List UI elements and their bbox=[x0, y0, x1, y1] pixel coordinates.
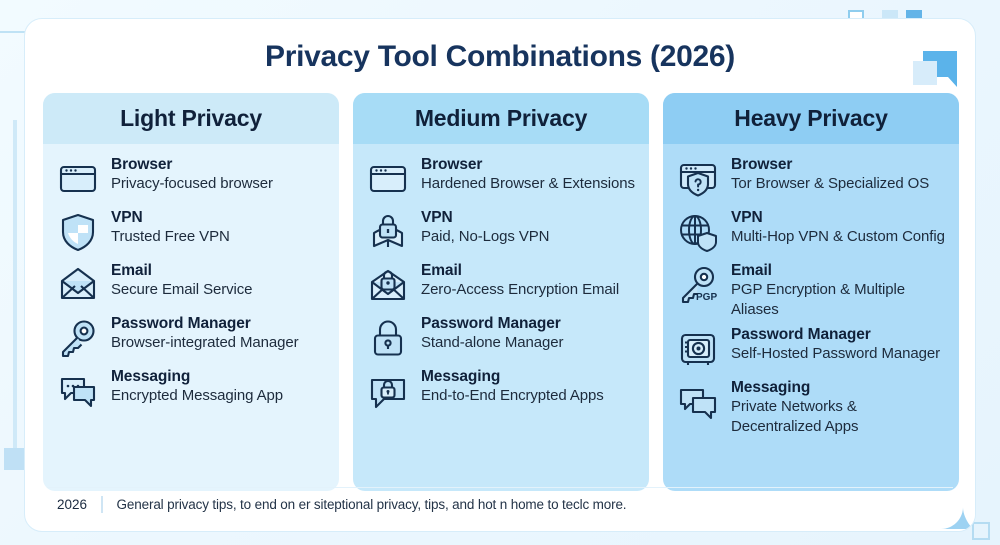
list-item-text: Password Manager Stand-alone Manager bbox=[421, 313, 635, 353]
list-item-text: Messaging Encrypted Messaging App bbox=[111, 366, 325, 406]
list-item-desc: Paid, No-Logs VPN bbox=[421, 228, 550, 245]
list-item-text: Messaging Private Networks & Decentraliz… bbox=[731, 377, 945, 436]
main-card: Privacy Tool Combinations (2026) Light P… bbox=[24, 18, 976, 532]
page-curl-icon bbox=[929, 485, 975, 531]
globe-shield-icon bbox=[675, 209, 721, 255]
list-item-text: Password Manager Browser-integrated Mana… bbox=[111, 313, 325, 353]
list-item: VPN Trusted Free VPN bbox=[55, 207, 325, 255]
column-medium-privacy: Medium Privacy bbox=[353, 93, 649, 491]
list-item: Email Secure Email Service bbox=[55, 260, 325, 308]
list-item-title: VPN bbox=[421, 209, 453, 226]
list-item: Browser Tor Browser & Specialized OS bbox=[675, 154, 945, 202]
list-item-desc: Secure Email Service bbox=[111, 281, 253, 298]
key-icon bbox=[55, 315, 101, 361]
list-item-title: Browser bbox=[421, 156, 483, 173]
list-item-text: Browser Hardened Browser & Extensions bbox=[421, 154, 635, 194]
column-body-light: Browser Privacy-focused browser bbox=[43, 144, 339, 491]
list-item: Password Manager Self-Hosted Password Ma… bbox=[675, 324, 945, 372]
list-item-text: VPN Trusted Free VPN bbox=[111, 207, 325, 247]
list-item-desc: Private Networks & Decentralized Apps bbox=[731, 398, 859, 435]
list-item-title: Email bbox=[421, 262, 462, 279]
list-item-desc: Hardened Browser & Extensions bbox=[421, 175, 635, 192]
list-item-text: Email PGP Encryption & Multiple Aliases bbox=[731, 260, 945, 319]
list-item-title: VPN bbox=[731, 209, 763, 226]
browser-shield-question-icon bbox=[675, 156, 721, 202]
columns-container: Light Privacy bbox=[43, 93, 959, 491]
svg-text:PGP: PGP bbox=[696, 292, 717, 303]
chat-bubbles-icon bbox=[675, 379, 721, 425]
deco-square-bottom-right bbox=[972, 522, 990, 540]
deco-square-left bbox=[4, 448, 26, 470]
list-item-text: Password Manager Self-Hosted Password Ma… bbox=[731, 324, 945, 364]
key-pgp-icon: PGP bbox=[675, 262, 721, 308]
list-item-title: Browser bbox=[111, 156, 173, 173]
chat-lock-icon bbox=[365, 368, 411, 414]
list-item-desc: End-to-End Encrypted Apps bbox=[421, 387, 604, 404]
column-heavy-privacy: Heavy Privacy bbox=[663, 93, 959, 491]
list-item: Browser Hardened Browser & Extensions bbox=[365, 154, 635, 202]
browser-window-icon bbox=[365, 156, 411, 202]
list-item-desc: PGP Encryption & Multiple Aliases bbox=[731, 281, 905, 318]
deco-left-bar bbox=[13, 120, 17, 450]
column-heading-light: Light Privacy bbox=[43, 93, 339, 144]
list-item: Email Zero-Access Encryption Email bbox=[365, 260, 635, 308]
list-item-desc: Browser-integrated Manager bbox=[111, 334, 299, 351]
list-item-desc: Self-Hosted Password Manager bbox=[731, 345, 940, 362]
envelope-lock-icon bbox=[365, 262, 411, 308]
list-item-desc: Stand-alone Manager bbox=[421, 334, 564, 351]
footer-note: General privacy tips, to end on er sitep… bbox=[116, 497, 627, 512]
safe-vault-icon bbox=[675, 326, 721, 372]
corner-flag-icon bbox=[911, 41, 957, 87]
shield-icon bbox=[55, 209, 101, 255]
browser-window-icon bbox=[55, 156, 101, 202]
list-item-desc: Privacy-focused browser bbox=[111, 175, 273, 192]
list-item-text: VPN Multi-Hop VPN & Custom Config bbox=[731, 207, 945, 247]
open-envelope-icon bbox=[55, 262, 101, 308]
page-title: Privacy Tool Combinations (2026) bbox=[265, 40, 735, 73]
footer-divider bbox=[101, 496, 103, 513]
column-body-heavy: Browser Tor Browser & Specialized OS bbox=[663, 144, 959, 491]
list-item-desc: Encrypted Messaging App bbox=[111, 387, 283, 404]
list-item: Password Manager Browser-integrated Mana… bbox=[55, 313, 325, 361]
padlock-icon bbox=[365, 315, 411, 361]
list-item-text: VPN Paid, No-Logs VPN bbox=[421, 207, 635, 247]
list-item-title: Email bbox=[111, 262, 152, 279]
chat-bubbles-icon bbox=[55, 368, 101, 414]
list-item-title: VPN bbox=[111, 209, 143, 226]
list-item-text: Messaging End-to-End Encrypted Apps bbox=[421, 366, 635, 406]
list-item-desc: Trusted Free VPN bbox=[111, 228, 230, 245]
list-item: Password Manager Stand-alone Manager bbox=[365, 313, 635, 361]
list-item-text: Browser Privacy-focused browser bbox=[111, 154, 325, 194]
list-item-title: Messaging bbox=[111, 368, 191, 385]
list-item: Messaging Encrypted Messaging App bbox=[55, 366, 325, 414]
list-item: Browser Privacy-focused browser bbox=[55, 154, 325, 202]
list-item-desc: Tor Browser & Specialized OS bbox=[731, 175, 930, 192]
list-item-title: Browser bbox=[731, 156, 793, 173]
list-item-title: Messaging bbox=[731, 379, 811, 396]
list-item: Messaging End-to-End Encrypted Apps bbox=[365, 366, 635, 414]
list-item-text: Email Zero-Access Encryption Email bbox=[421, 260, 635, 300]
list-item: VPN Paid, No-Logs VPN bbox=[365, 207, 635, 255]
column-light-privacy: Light Privacy bbox=[43, 93, 339, 491]
list-item-desc: Zero-Access Encryption Email bbox=[421, 281, 620, 298]
column-heading-heavy: Heavy Privacy bbox=[663, 93, 959, 144]
list-item-title: Email bbox=[731, 262, 772, 279]
column-heading-medium: Medium Privacy bbox=[353, 93, 649, 144]
list-item-title: Password Manager bbox=[731, 326, 871, 343]
list-item: PGP Email PGP Encryption & Multiple Alia… bbox=[675, 260, 945, 319]
list-item-title: Password Manager bbox=[421, 315, 561, 332]
list-item-title: Password Manager bbox=[111, 315, 251, 332]
list-item-text: Browser Tor Browser & Specialized OS bbox=[731, 154, 945, 194]
list-item: Messaging Private Networks & Decentraliz… bbox=[675, 377, 945, 436]
list-item-desc: Multi-Hop VPN & Custom Config bbox=[731, 228, 945, 245]
list-item: VPN Multi-Hop VPN & Custom Config bbox=[675, 207, 945, 255]
footer-year: 2026 bbox=[57, 497, 88, 512]
footer: 2026 General privacy tips, to end on er … bbox=[47, 487, 953, 521]
list-item-title: Messaging bbox=[421, 368, 501, 385]
vpn-tunnel-lock-icon bbox=[365, 209, 411, 255]
column-body-medium: Browser Hardened Browser & Extensions bbox=[353, 144, 649, 491]
list-item-text: Email Secure Email Service bbox=[111, 260, 325, 300]
